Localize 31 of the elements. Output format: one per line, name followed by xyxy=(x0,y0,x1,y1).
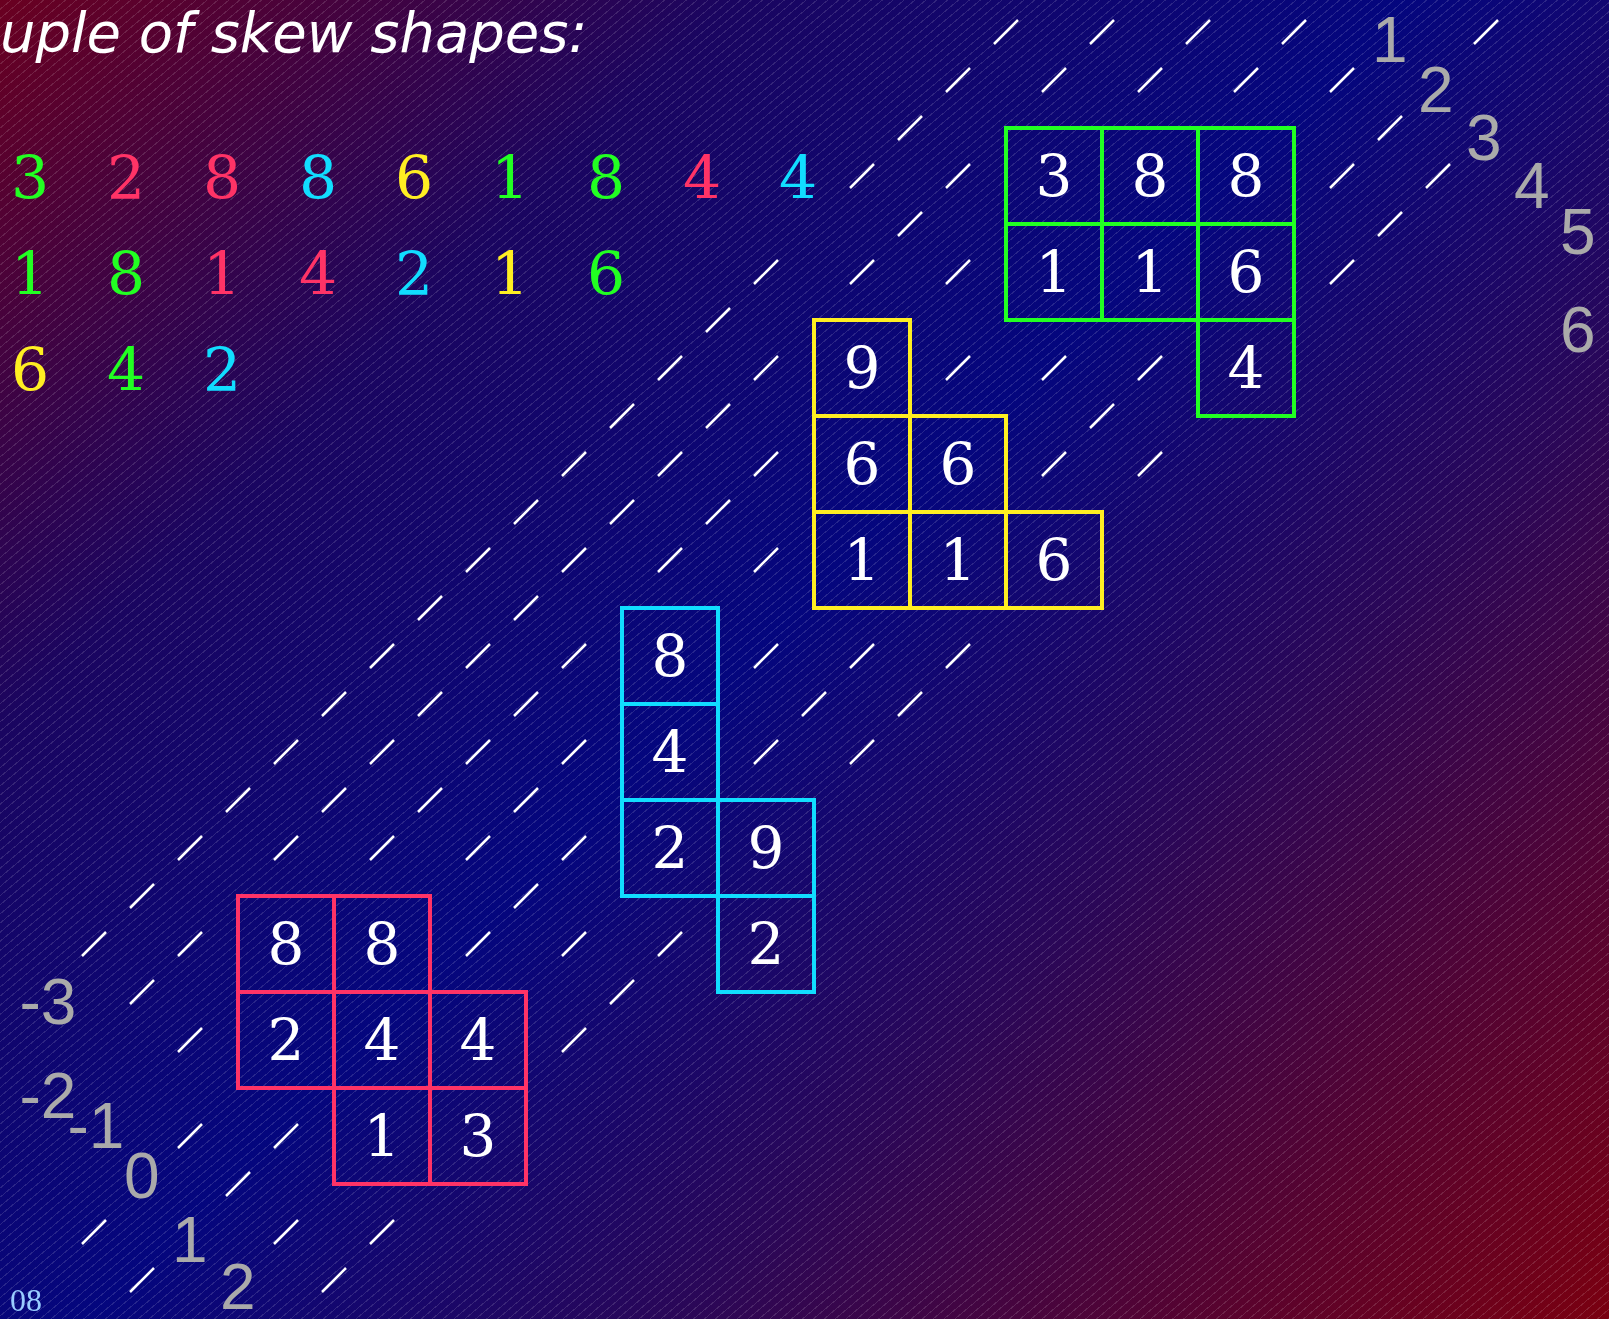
diagonal-index: 4 xyxy=(1514,154,1550,218)
entry-digit: 8 xyxy=(203,148,242,208)
entry-digit: 1 xyxy=(491,148,530,208)
diagonal-index: 6 xyxy=(1560,298,1596,362)
entry-digit: 1 xyxy=(11,244,50,304)
entry-digit: 2 xyxy=(107,148,146,208)
diagonal-index: 5 xyxy=(1560,200,1596,264)
diagonal-index: -3 xyxy=(19,970,77,1034)
diagonal-index: 1 xyxy=(172,1208,208,1272)
diagonal-index: 1 xyxy=(1372,8,1408,72)
entry-digit: 8 xyxy=(107,244,146,304)
slide-title: uple of skew shapes: xyxy=(0,2,588,64)
entry-digit: 4 xyxy=(683,148,722,208)
entry-digit: 4 xyxy=(299,244,338,304)
entry-digit: 6 xyxy=(395,148,434,208)
entry-digit: 6 xyxy=(587,244,626,304)
diagonal-index: 2 xyxy=(220,1255,256,1319)
entry-digit: 1 xyxy=(203,244,242,304)
entry-digit: 4 xyxy=(779,148,818,208)
entry-digit: 3 xyxy=(11,148,50,208)
entry-digit: 2 xyxy=(203,340,242,400)
diagonal-index: 2 xyxy=(1418,58,1454,122)
entry-digit: 2 xyxy=(395,244,434,304)
entry-digit: 1 xyxy=(491,244,530,304)
entry-digit: 8 xyxy=(299,148,338,208)
entry-digit: 8 xyxy=(587,148,626,208)
diagonal-index: 0 xyxy=(124,1144,160,1208)
entry-digit: 6 xyxy=(11,340,50,400)
diagonal-index: 3 xyxy=(1466,106,1502,170)
footer-text: 08 xyxy=(10,1284,42,1316)
entry-digit: 4 xyxy=(107,340,146,400)
